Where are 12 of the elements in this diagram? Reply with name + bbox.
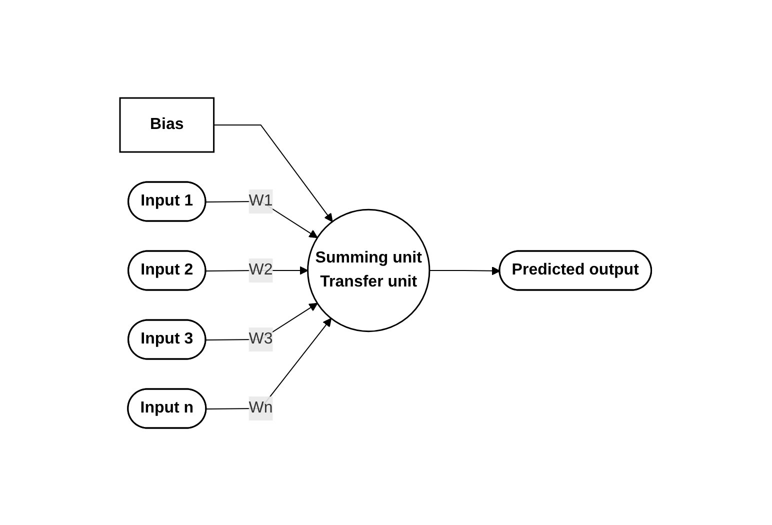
- node-circle: Summing unit Transfer unit: [307, 208, 431, 332]
- arrow: [206, 318, 332, 409]
- edge-label: W3: [249, 330, 274, 347]
- edge-label: W2: [249, 260, 274, 278]
- arrow: [206, 200, 318, 238]
- node-box: Bias: [120, 96, 215, 152]
- arrow: [206, 302, 318, 340]
- arrow: [206, 266, 309, 274]
- arrow: [214, 124, 334, 222]
- edge-label: W1: [249, 192, 274, 209]
- arrow: [429, 266, 501, 275]
- edge-label: Wn: [249, 398, 274, 416]
